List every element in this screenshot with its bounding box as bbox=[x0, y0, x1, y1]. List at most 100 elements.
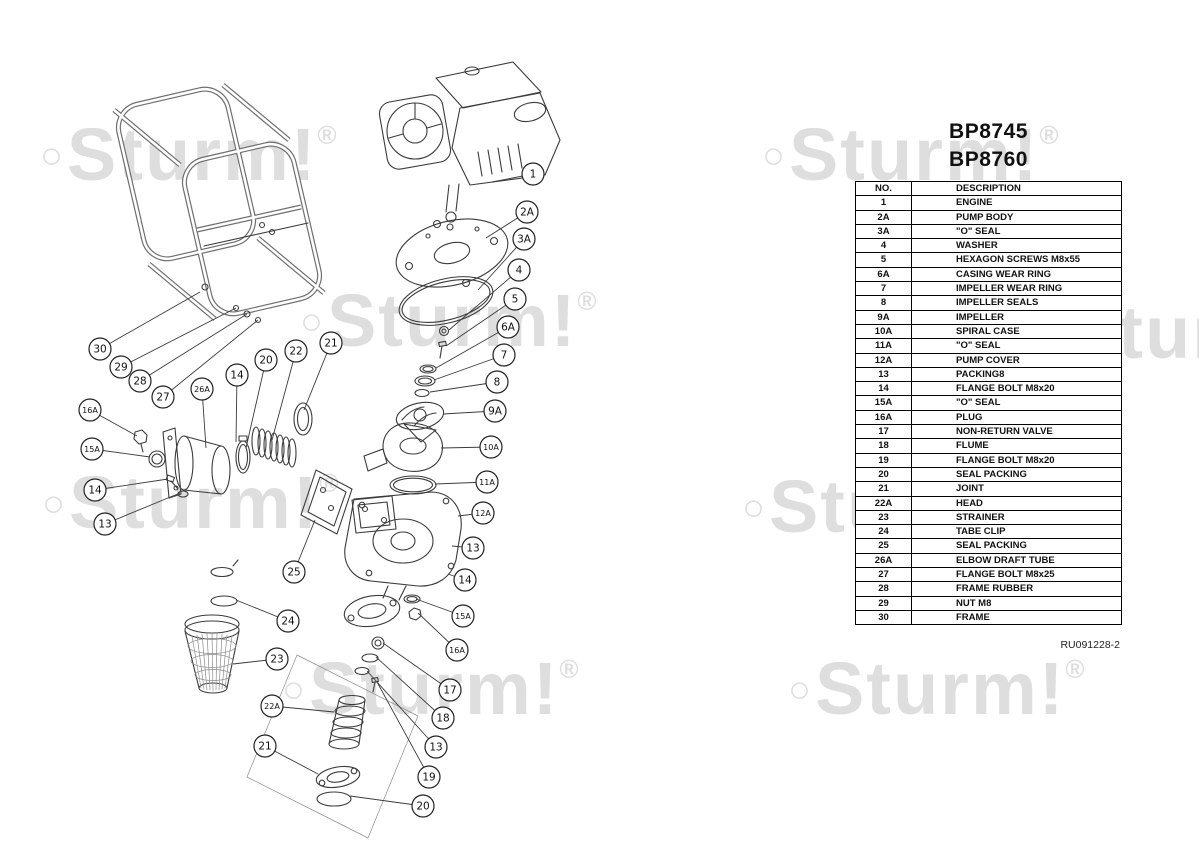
non-return-valve-parts bbox=[354, 636, 385, 693]
part-desc-cell: SEAL PACKING bbox=[911, 538, 1122, 554]
part-desc-cell: SPIRAL CASE bbox=[911, 323, 1122, 340]
column-header-no: NO. bbox=[855, 180, 912, 197]
part-desc-cell: HEAD bbox=[911, 495, 1122, 511]
svg-text:12A: 12A bbox=[475, 509, 491, 518]
callout-balloons: 3029282726A1420222116A15A141325242322A21… bbox=[78, 162, 545, 818]
part-desc-cell: IMPELLER bbox=[911, 309, 1122, 325]
callout-balloon-22: 22 bbox=[284, 339, 308, 363]
leader-line bbox=[120, 307, 237, 368]
leader-line bbox=[366, 670, 437, 748]
callout-balloon-24: 24 bbox=[276, 609, 300, 633]
leader-line bbox=[382, 642, 451, 691]
watermark: ○Sturm!® bbox=[762, 118, 1061, 192]
head-ribbed-tube bbox=[328, 694, 366, 750]
svg-text:8: 8 bbox=[494, 377, 501, 389]
part-desc-cell: PLUG bbox=[911, 409, 1122, 426]
leader-line bbox=[139, 313, 248, 382]
callout-balloon-6a: 6A bbox=[496, 315, 520, 339]
registered-mark-icon: ® bbox=[559, 654, 581, 684]
callout-balloon-2a: 2A bbox=[515, 200, 539, 224]
part-desc-cell: FLANGE BOLT M8x20 bbox=[911, 381, 1122, 397]
part-no-cell: 2A bbox=[855, 209, 912, 225]
callout-balloon-13: 13 bbox=[424, 735, 448, 759]
callout-balloon-27: 27 bbox=[151, 385, 175, 409]
callout-balloon-28: 28 bbox=[128, 369, 152, 393]
leader-line bbox=[349, 795, 424, 807]
callout-balloon-20: 20 bbox=[254, 348, 278, 372]
watermark: ○Sturm!® bbox=[788, 652, 1087, 726]
callout-balloon-12a: 12A bbox=[471, 501, 495, 525]
callout-balloon-8: 8 bbox=[485, 370, 509, 394]
callout-balloon-17: 17 bbox=[438, 678, 462, 702]
callout-balloon-15a: 15A bbox=[451, 604, 475, 628]
callout-balloon-18: 18 bbox=[431, 706, 455, 730]
part-no-cell: 3A bbox=[855, 223, 912, 240]
leader-line bbox=[162, 319, 259, 398]
part-no-cell: 22A bbox=[855, 495, 912, 511]
table-header-row: NO. DESCRIPTION bbox=[855, 180, 1122, 197]
seal-packing-gasket bbox=[300, 469, 353, 535]
svg-text:14: 14 bbox=[88, 485, 102, 497]
joint-flange bbox=[315, 765, 361, 807]
part-desc-cell: TABE CLIP bbox=[911, 524, 1122, 540]
part-no-cell: 16A bbox=[855, 409, 912, 426]
part-desc-cell: PUMP BODY bbox=[911, 209, 1122, 225]
callout-balloon-16a: 16A bbox=[445, 638, 469, 662]
svg-text:16A: 16A bbox=[82, 406, 98, 415]
svg-text:16A: 16A bbox=[449, 646, 465, 655]
part-desc-cell: "O" SEAL bbox=[911, 223, 1122, 240]
watermark-text: Sturm! bbox=[326, 279, 578, 362]
left-parts-row bbox=[133, 402, 313, 499]
pump-cover bbox=[344, 491, 462, 587]
svg-text:27: 27 bbox=[156, 392, 169, 404]
svg-text:17: 17 bbox=[443, 685, 456, 697]
part-desc-cell: "O" SEAL bbox=[911, 395, 1122, 411]
svg-text:2A: 2A bbox=[520, 207, 535, 219]
svg-text:26A: 26A bbox=[194, 385, 210, 394]
callout-balloon-13: 13 bbox=[461, 536, 485, 560]
leader-line bbox=[445, 298, 516, 347]
frame-hardware bbox=[201, 221, 309, 324]
part-desc-cell: FLANGE BOLT M8x25 bbox=[911, 567, 1122, 583]
strainer bbox=[184, 559, 240, 694]
callout-balloon-4: 4 bbox=[507, 258, 531, 282]
part-no-cell: 9A bbox=[855, 309, 912, 325]
part-no-cell: 26A bbox=[855, 552, 912, 569]
washer-and-screws bbox=[438, 325, 450, 359]
callout-balloon-26a: 26A bbox=[190, 377, 214, 401]
table-row: 15A"O" SEAL bbox=[855, 395, 1122, 411]
leader-line bbox=[376, 681, 430, 778]
svg-text:28: 28 bbox=[133, 376, 146, 388]
svg-text:13: 13 bbox=[466, 543, 479, 555]
part-no-cell: 28 bbox=[855, 581, 912, 597]
table-row: 3A"O" SEAL bbox=[855, 223, 1122, 240]
leader-line bbox=[375, 656, 444, 719]
callout-balloon-3a: 3A bbox=[512, 227, 536, 251]
registered-mark-icon: ® bbox=[317, 120, 339, 150]
part-no-cell: 24 bbox=[855, 524, 912, 540]
watermark-circle: ○ bbox=[300, 301, 325, 343]
svg-text:6A: 6A bbox=[501, 322, 516, 334]
part-no-cell: 19 bbox=[855, 452, 912, 468]
callout-balloon-10a: 10A bbox=[479, 435, 503, 459]
svg-text:22A: 22A bbox=[264, 702, 280, 711]
table-row: 11A"O" SEAL bbox=[855, 338, 1122, 354]
leader-line bbox=[245, 359, 267, 449]
engine bbox=[378, 61, 561, 231]
